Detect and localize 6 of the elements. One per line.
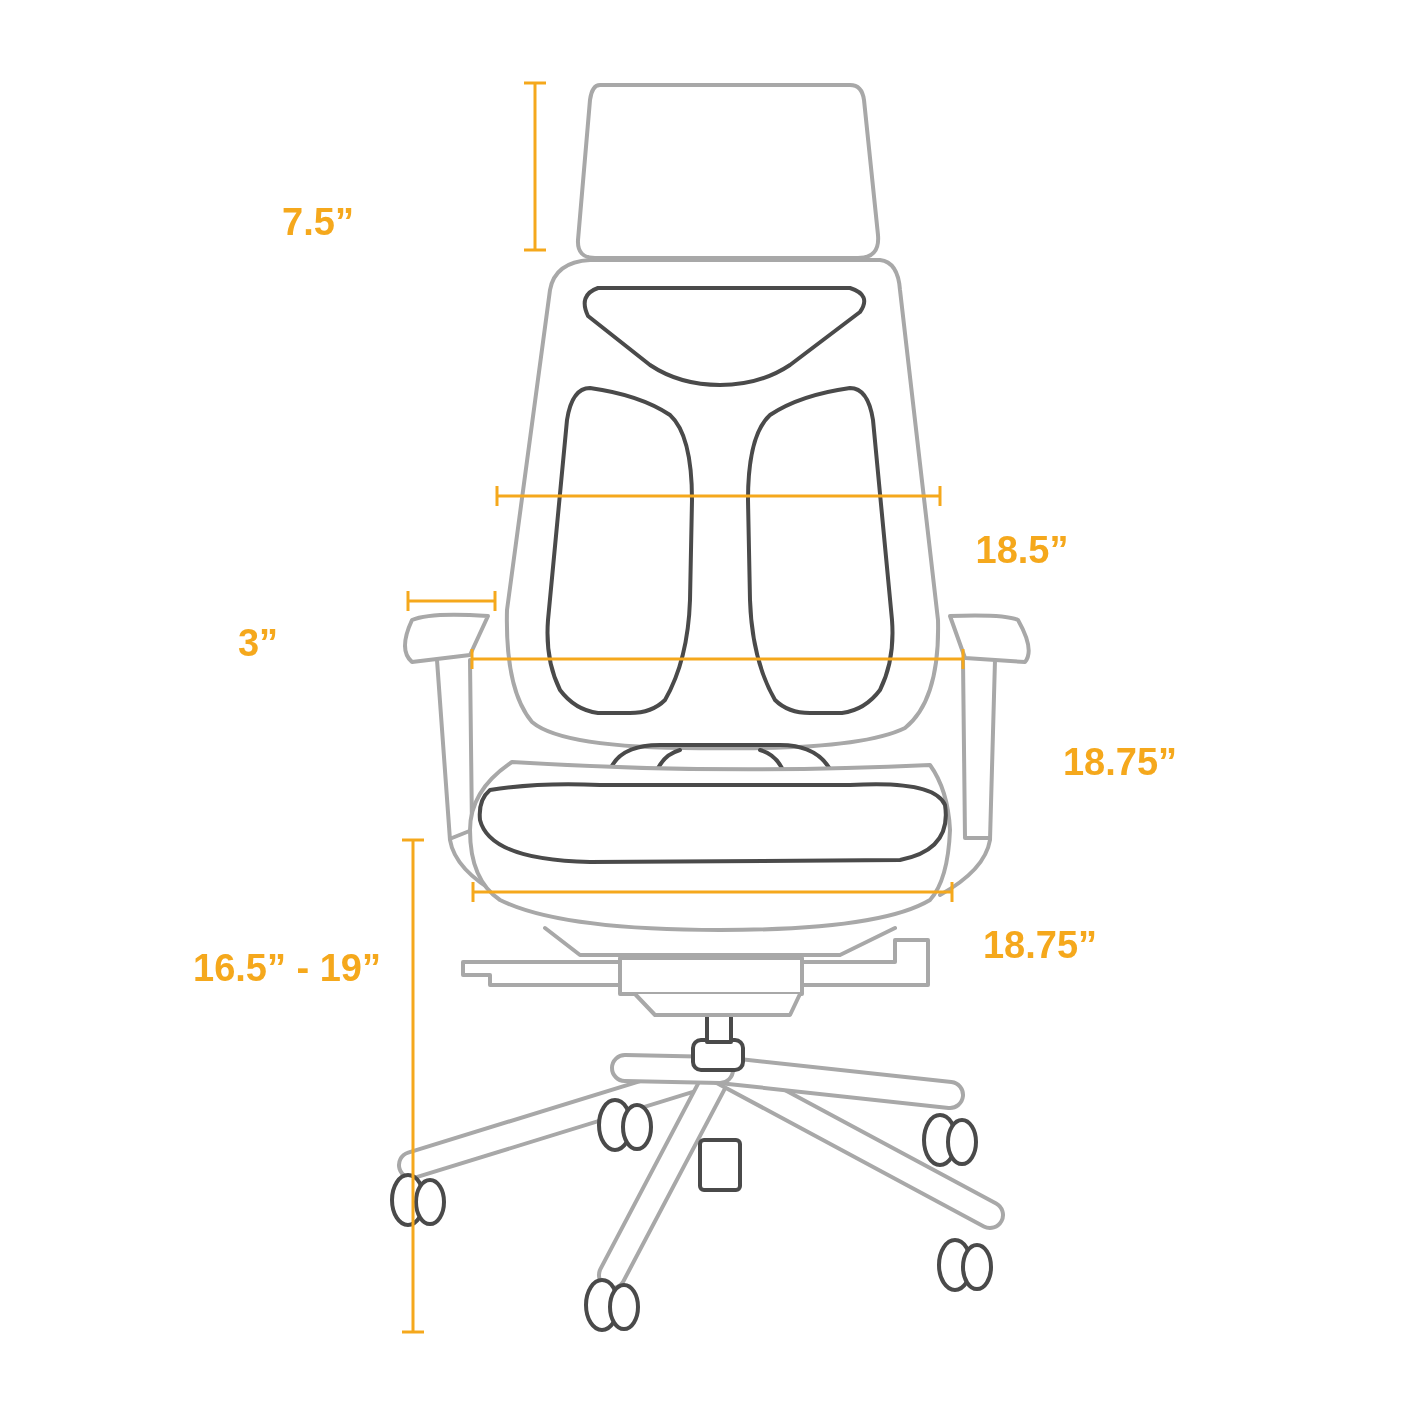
dimension-label: 7.5” [282, 203, 354, 241]
dimension-label: 18.75” [982, 926, 1098, 964]
dimension-label: 16.5” - 19” [193, 949, 381, 987]
dimension-label: 3” [237, 624, 279, 662]
dimension-label: 18.75” [1062, 743, 1178, 781]
dimension-label: 18.5” [975, 531, 1069, 569]
